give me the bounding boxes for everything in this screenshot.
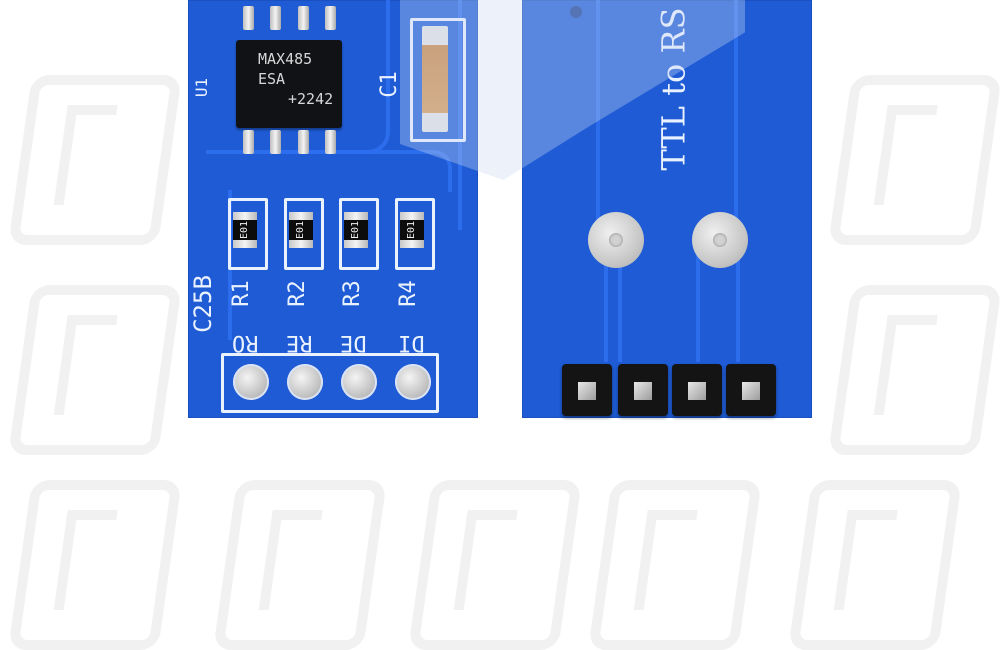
chip-pin: [325, 6, 336, 30]
chip-suffix-text: ESA: [258, 70, 286, 88]
pin-label-re: RE: [286, 330, 313, 355]
pcb-trace: [718, 240, 740, 362]
chip-pin: [325, 130, 336, 154]
chip-pin: [298, 6, 309, 30]
pcb-trace: [604, 240, 636, 362]
resistor-r4: E01: [400, 212, 424, 248]
chip-pin: [243, 130, 254, 154]
watermark-logo: [213, 480, 387, 650]
resistor-r2: E01: [289, 212, 313, 248]
max485-chip: MAX485 ESA +2242: [236, 40, 342, 128]
pad-di: [395, 364, 431, 400]
resistor-label-r2: R2: [284, 280, 310, 307]
resistor-r1: E01: [233, 212, 257, 248]
resistor-code: E01: [350, 220, 361, 239]
header-pin-3: [672, 364, 722, 416]
resistor-label-r1: R1: [228, 280, 254, 307]
header-pin-4: [726, 364, 776, 416]
mounting-via: [588, 212, 644, 268]
chip-pin: [243, 6, 254, 30]
watermark-logo: [408, 480, 582, 650]
mounting-via: [692, 212, 748, 268]
watermark-logo: [588, 480, 762, 650]
u1-label: U1: [192, 77, 212, 98]
pin-label-de: DE: [340, 330, 367, 355]
pin-label-di: DI: [398, 330, 425, 355]
resistor-r3: E01: [344, 212, 368, 248]
chip-pin: [270, 6, 281, 30]
pad-ro: [233, 364, 269, 400]
capacitor-c1: [422, 26, 448, 132]
pcb-trace: [734, 0, 738, 240]
pcb-trace: [596, 0, 600, 240]
watermark-logo: [8, 480, 182, 650]
resistor-outline: [228, 198, 268, 270]
pcb-trace: [278, 150, 452, 192]
chip-model-text: MAX485: [258, 50, 313, 68]
resistor-code: E01: [239, 220, 250, 239]
pcb-trace: [618, 240, 622, 362]
c1-label: C1: [376, 71, 402, 98]
pcb-trace: [413, 0, 462, 230]
watermark-logo: [8, 75, 182, 245]
chip-date-text: +2242: [288, 90, 334, 108]
resistor-outline: [284, 198, 324, 270]
right-pcb-board: TTL to RS: [522, 0, 812, 418]
resistor-code: E01: [406, 220, 417, 239]
watermark-logo: [828, 75, 1000, 245]
resistor-label-r3: R3: [339, 280, 365, 307]
capacitor-outline: [410, 18, 466, 142]
chip-pin: [270, 130, 281, 154]
resistor-label-r4: R4: [395, 280, 421, 307]
watermark-logo: [8, 285, 182, 455]
watermark-logo: [828, 285, 1000, 455]
left-pcb-board: MAX485 ESA +2242 U1 C1 E01 E01 E01 E01 R…: [188, 0, 478, 418]
board-small-marking: [570, 6, 582, 18]
board-code-label: C25B: [188, 275, 217, 333]
pin-label-ro: RO: [232, 330, 259, 355]
resistor-outline: [339, 198, 379, 270]
resistor-outline: [395, 198, 435, 270]
chip-pin: [298, 130, 309, 154]
pad-de: [341, 364, 377, 400]
resistor-code: E01: [295, 220, 306, 239]
watermark-logo: [788, 480, 962, 650]
header-pin-1: [562, 364, 612, 416]
pin-header-outline: [221, 353, 439, 413]
header-pin-2: [618, 364, 668, 416]
pad-re: [287, 364, 323, 400]
pcb-trace: [696, 250, 700, 362]
